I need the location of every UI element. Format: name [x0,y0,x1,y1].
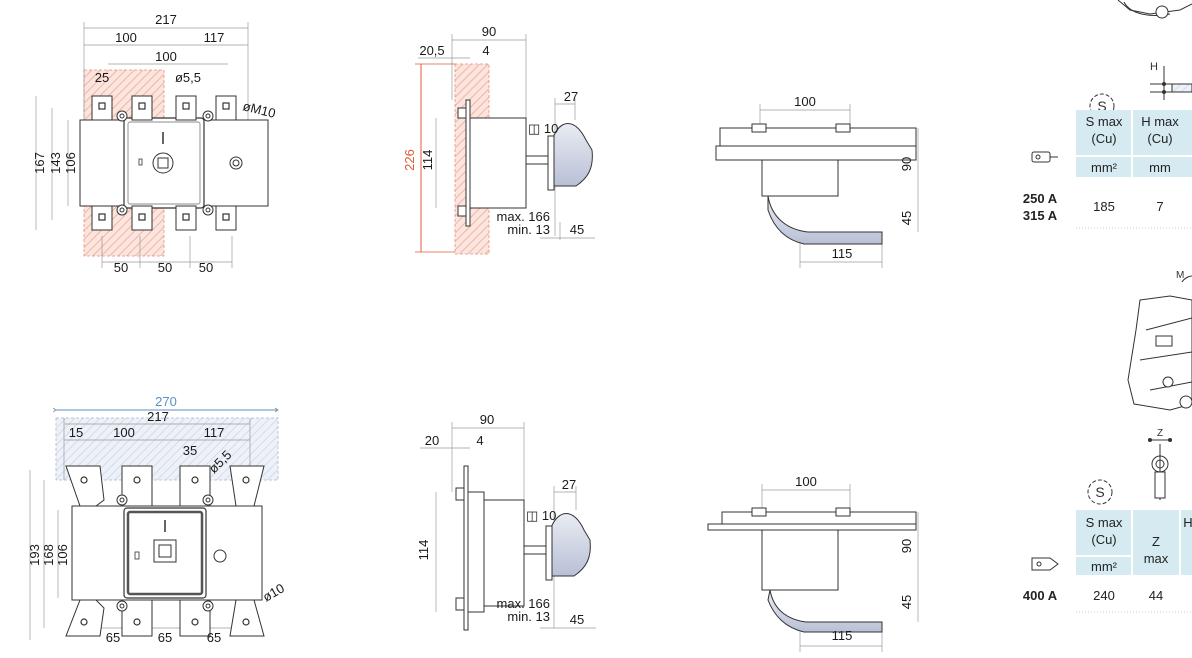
dim-100-mid: 100 [155,49,177,64]
unit-mm: mm [1149,160,1171,175]
cell-7: 7 [1156,199,1163,214]
handle2-dim-115: 115 [832,628,853,643]
dim-pitch-1: 50 [114,260,128,275]
th-smax-cu: (Cu) [1091,131,1116,146]
dim-193: 193 [27,544,42,566]
th-hmax: H max [1141,114,1179,129]
top-handle-view: 100 90 45 115 [715,94,919,268]
dim-168: 168 [41,544,56,566]
th2-z: Z [1152,534,1160,549]
dim-65-1: 65 [106,630,120,645]
busbar-h-icon: H [1150,61,1192,100]
lug-icon [1031,151,1058,163]
side-dim-offset: 20,5 [419,43,444,58]
bottom-front-view: 270 217 15 100 117 35 ø5,5 ø10 193 168 1… [27,394,287,645]
side-dim-45: 45 [570,222,584,237]
side2-dim-shaft: ◫ 10 [526,508,556,523]
cell-44: 44 [1149,588,1163,603]
lug-z-symbol: Z [1157,428,1163,439]
side-dim-4: 4 [482,43,489,58]
dim-15: 15 [69,425,83,440]
side2-dim-27: 27 [562,477,576,492]
dim-25: 25 [95,70,109,85]
th2-smax-cu: (Cu) [1091,532,1116,547]
dim-hole: ø5,5 [175,70,201,85]
side-dim-226: 226 [402,149,417,171]
dim-100-bottom: 100 [113,425,135,440]
bottom-side-view: 90 20 4 114 ◫ 10 27 max. 166 min. 13 45 [416,412,596,631]
unit2-mm2: mm² [1091,559,1118,574]
busbar-h-symbol: H [1150,61,1158,73]
dim-bolt: øM10 [241,98,277,121]
cell-185: 185 [1093,199,1115,214]
side2-max: max. 166 [497,596,550,611]
connection-table-bottom: S Z S max (Cu) Z max H mm² 400 A 240 44 [1023,428,1192,613]
side2-dim-4: 4 [476,433,483,448]
side-min: min. 13 [507,222,550,237]
dim-pitch-3: 50 [199,260,213,275]
torque-icon-letter: S [1097,98,1106,114]
th-smax: S max [1086,114,1123,129]
dim-217: 217 [155,12,177,27]
torque-icon-2 [1087,479,1113,505]
dim-117-bottom: 117 [204,425,225,440]
row-label-315: 315 A [1023,208,1058,223]
side2-dim-114: 114 [416,540,431,561]
dim-65-3: 65 [207,630,221,645]
dim-167: 167 [32,152,47,174]
handle-dim-115: 115 [832,246,853,261]
flat-lug-icon [1031,557,1059,571]
dim-106-bottom: 106 [55,544,70,566]
th2-h-partial: H [1183,515,1192,530]
dim-35: 35 [183,443,197,458]
handle2-dim-90: 90 [899,539,914,553]
dim-270-blue: 270 [155,394,177,409]
dim-217-bottom: 217 [147,409,169,424]
dim-65-2: 65 [158,630,172,645]
side-dim-114: 114 [420,150,435,171]
dim-143: 143 [48,152,63,174]
dim-pitch-2: 50 [158,260,172,275]
side-dim-90: 90 [482,24,496,39]
dim-106: 106 [63,152,78,174]
torque-icon-2-letter: S [1095,484,1104,500]
side2-dim-90: 90 [480,412,494,427]
side2-min: min. 13 [507,609,550,624]
th-hmax-cu: (Cu) [1147,131,1172,146]
side2-dim-20: 20 [425,433,439,448]
side-max: max. 166 [497,209,550,224]
dim-bolt-bottom: ø10 [260,580,287,604]
handle-dim-100: 100 [794,94,816,109]
cell-240: 240 [1093,588,1115,603]
row-label-400: 400 A [1023,588,1058,603]
th2-smax: S max [1086,515,1123,530]
handle2-dim-100: 100 [795,474,817,489]
dim-100-left: 100 [115,30,137,45]
side-dim-27: 27 [564,89,578,104]
lug-z-icon: Z [1148,428,1172,500]
side-dim-shaft: ◫ 10 [528,121,558,136]
bottom-handle-view: 100 90 45 115 [707,474,919,652]
dim-117: 117 [204,30,225,45]
handle2-dim-45: 45 [899,595,914,609]
illustration-m-label: M [1176,270,1184,281]
connection-table-top: S H S max (Cu) H max (Cu) mm² mm 250 A 3… [1023,0,1192,229]
unit-mm2: mm² [1091,160,1118,175]
handle-dim-90: 90 [899,157,914,171]
side2-dim-45: 45 [570,612,584,627]
top-front-view: 217 100 117 100 25 ø5,5 øM10 167 143 106… [32,12,277,275]
handle-dim-45: 45 [899,211,914,225]
row-label-250: 250 A [1023,191,1058,206]
th2-z-max: max [1144,551,1169,566]
top-side-view: 90 20,5 4 226 114 ◫ 10 27 max. 166 min. … [402,24,595,255]
mounting-illustration: M [1127,270,1192,411]
